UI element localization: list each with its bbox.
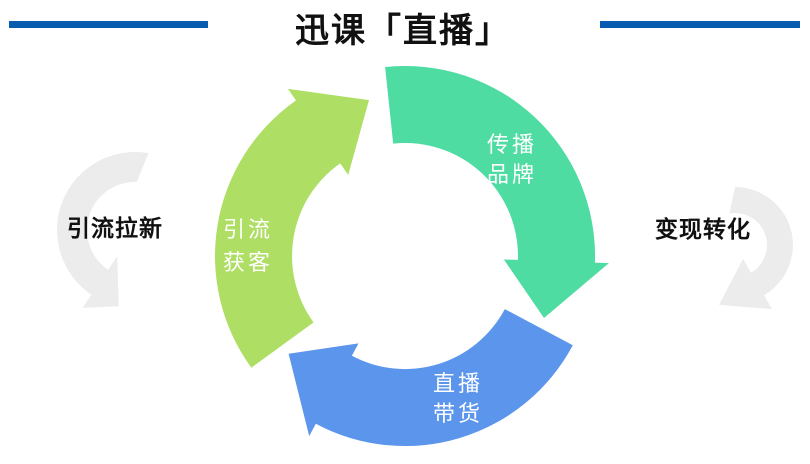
flow-arrow-left-icon: [56, 152, 149, 308]
segment-label-line: 直播: [433, 371, 483, 396]
segment-label-line: 带货: [433, 401, 483, 426]
segment-label-spread-brand: 传播 品牌: [487, 132, 537, 187]
flow-arrow-right-icon: [719, 187, 793, 310]
side-label-right: 变现转化: [655, 216, 751, 242]
segment-label-live-sales: 直播 带货: [433, 371, 483, 426]
segment-label-line: 获客: [223, 250, 273, 275]
segment-attract-customers-arrow: [215, 88, 369, 368]
segment-label-line: 传播: [487, 132, 537, 157]
page-title: 迅课「直播」: [295, 12, 511, 50]
accent-bar-left: [9, 21, 208, 28]
segment-label-line: 引流: [223, 217, 273, 242]
segment-spread-brand-arrow: [385, 65, 609, 318]
segment-live-sales-arrow: [288, 309, 573, 447]
accent-bar-right: [600, 21, 800, 28]
segment-label-attract-customers: 引流 获客: [223, 217, 273, 275]
side-label-left: 引流拉新: [67, 215, 163, 241]
segment-label-line: 品牌: [487, 162, 537, 187]
